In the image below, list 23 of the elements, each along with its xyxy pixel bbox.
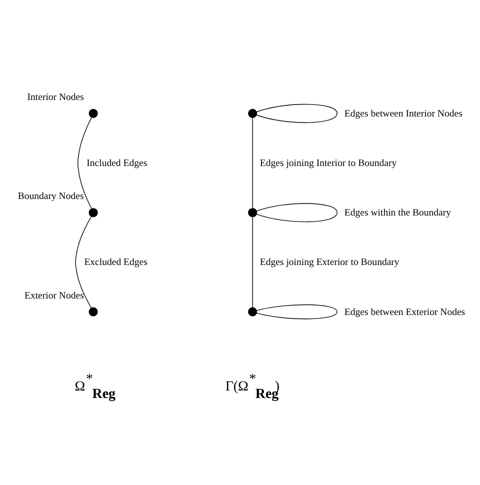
- connector: [75, 216, 92, 308]
- edge-label: Excluded Edges: [84, 257, 148, 268]
- node-label: Interior Nodes: [27, 92, 84, 103]
- node-circle: [248, 108, 258, 118]
- connector: [256, 104, 338, 123]
- connector: [252, 118, 253, 209]
- edge-label: Included Edges: [86, 158, 148, 169]
- edge-label: Edges between Exterior Nodes: [344, 306, 466, 318]
- node-circle: [248, 208, 258, 218]
- connector: [256, 203, 338, 222]
- edge-label: Edges joining Interior to Boundary: [260, 158, 397, 169]
- edge-label: Edges joining Exterior to Boundary: [260, 257, 400, 268]
- edge-label: Edges within the Boundary: [344, 208, 452, 219]
- edge-label: Edges between Interior Nodes: [344, 108, 462, 120]
- connector: [252, 216, 253, 308]
- node-label: Exterior Nodes: [24, 290, 84, 302]
- node-label: Boundary Nodes: [18, 191, 84, 202]
- node-circle: [88, 307, 98, 316]
- connector: [78, 117, 92, 209]
- connector: [256, 304, 338, 320]
- node-circle: [88, 208, 98, 218]
- node-circle: [248, 307, 258, 316]
- node-circle: [88, 108, 98, 118]
